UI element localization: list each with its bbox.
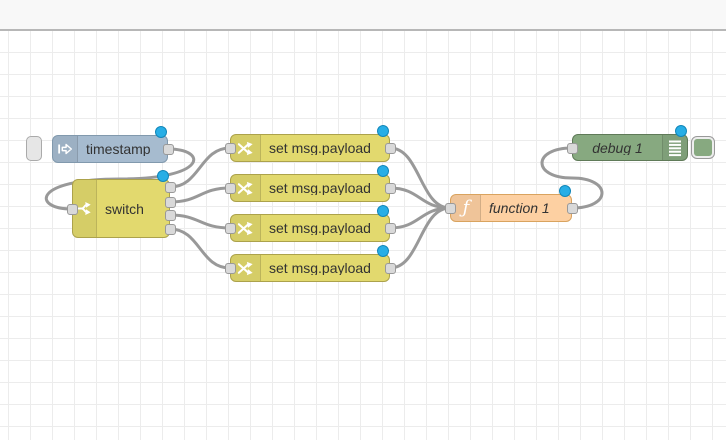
svg-text:ƒ: ƒ [458, 197, 472, 218]
wire-change4-to-function1[interactable] [388, 206, 452, 270]
change-shuffle-icon [231, 215, 261, 241]
port-change2-output-1[interactable] [385, 183, 396, 194]
changed-indicator-dot [377, 205, 389, 217]
changed-indicator-dot [377, 245, 389, 257]
port-debug1-input[interactable] [567, 143, 578, 154]
port-change4-output-1[interactable] [385, 263, 396, 274]
debug-toggle-button[interactable] [691, 136, 715, 159]
port-switch-output-1[interactable] [165, 182, 176, 193]
function-f-icon: ƒ [451, 195, 481, 221]
change-shuffle-icon [231, 255, 261, 281]
port-change3-output-1[interactable] [385, 223, 396, 234]
node-timestamp[interactable]: timestamp [52, 135, 168, 163]
wire-switch-to-change3[interactable] [168, 213, 232, 230]
editor-header-band [0, 0, 726, 31]
node-label-change2: set msg.payload [269, 181, 371, 195]
changed-indicator-dot [675, 125, 687, 137]
port-switch-input[interactable] [67, 204, 78, 215]
wire-switch-to-change2[interactable] [168, 186, 232, 204]
node-label-change1: set msg.payload [269, 141, 371, 155]
node-label-change4: set msg.payload [269, 261, 371, 275]
node-change2[interactable]: set msg.payload [230, 174, 390, 202]
change-shuffle-icon [231, 175, 261, 201]
debug-output-icon [662, 135, 687, 160]
changed-indicator-dot [559, 185, 571, 197]
port-change3-input[interactable] [225, 223, 236, 234]
node-label-debug1: debug 1 [592, 140, 643, 155]
node-change3[interactable]: set msg.payload [230, 214, 390, 242]
wire-function1-to-debug1[interactable] [540, 146, 604, 210]
changed-indicator-dot [377, 125, 389, 137]
wire-switch-to-change1[interactable] [168, 146, 232, 189]
inject-arrow-icon [53, 136, 78, 162]
changed-indicator-dot [155, 126, 167, 138]
inject-trigger-button[interactable] [26, 136, 42, 161]
port-change1-output-1[interactable] [385, 143, 396, 154]
node-label-switch: switch [105, 201, 144, 216]
node-label-change3: set msg.payload [269, 221, 371, 235]
port-switch-output-2[interactable] [165, 197, 176, 208]
node-label-timestamp: timestamp [86, 142, 151, 156]
debug-toggle-button-face [694, 139, 712, 156]
wire-switch-to-change4[interactable] [168, 227, 232, 270]
change-shuffle-icon [231, 135, 261, 161]
node-function1[interactable]: ƒ function 1 [450, 194, 572, 222]
port-change2-input[interactable] [225, 183, 236, 194]
port-function1-input[interactable] [445, 203, 456, 214]
port-change4-input[interactable] [225, 263, 236, 274]
port-timestamp-output-1[interactable] [163, 144, 174, 155]
node-change1[interactable]: set msg.payload [230, 134, 390, 162]
changed-indicator-dot [157, 170, 169, 182]
node-change4[interactable]: set msg.payload [230, 254, 390, 282]
port-change1-input[interactable] [225, 143, 236, 154]
node-label-function1: function 1 [489, 201, 550, 215]
port-switch-output-4[interactable] [165, 224, 176, 235]
port-switch-output-3[interactable] [165, 210, 176, 221]
changed-indicator-dot [377, 165, 389, 177]
port-function1-output-1[interactable] [567, 203, 578, 214]
node-switch[interactable]: switch [72, 179, 170, 238]
node-debug1[interactable]: debug 1 [572, 134, 688, 161]
